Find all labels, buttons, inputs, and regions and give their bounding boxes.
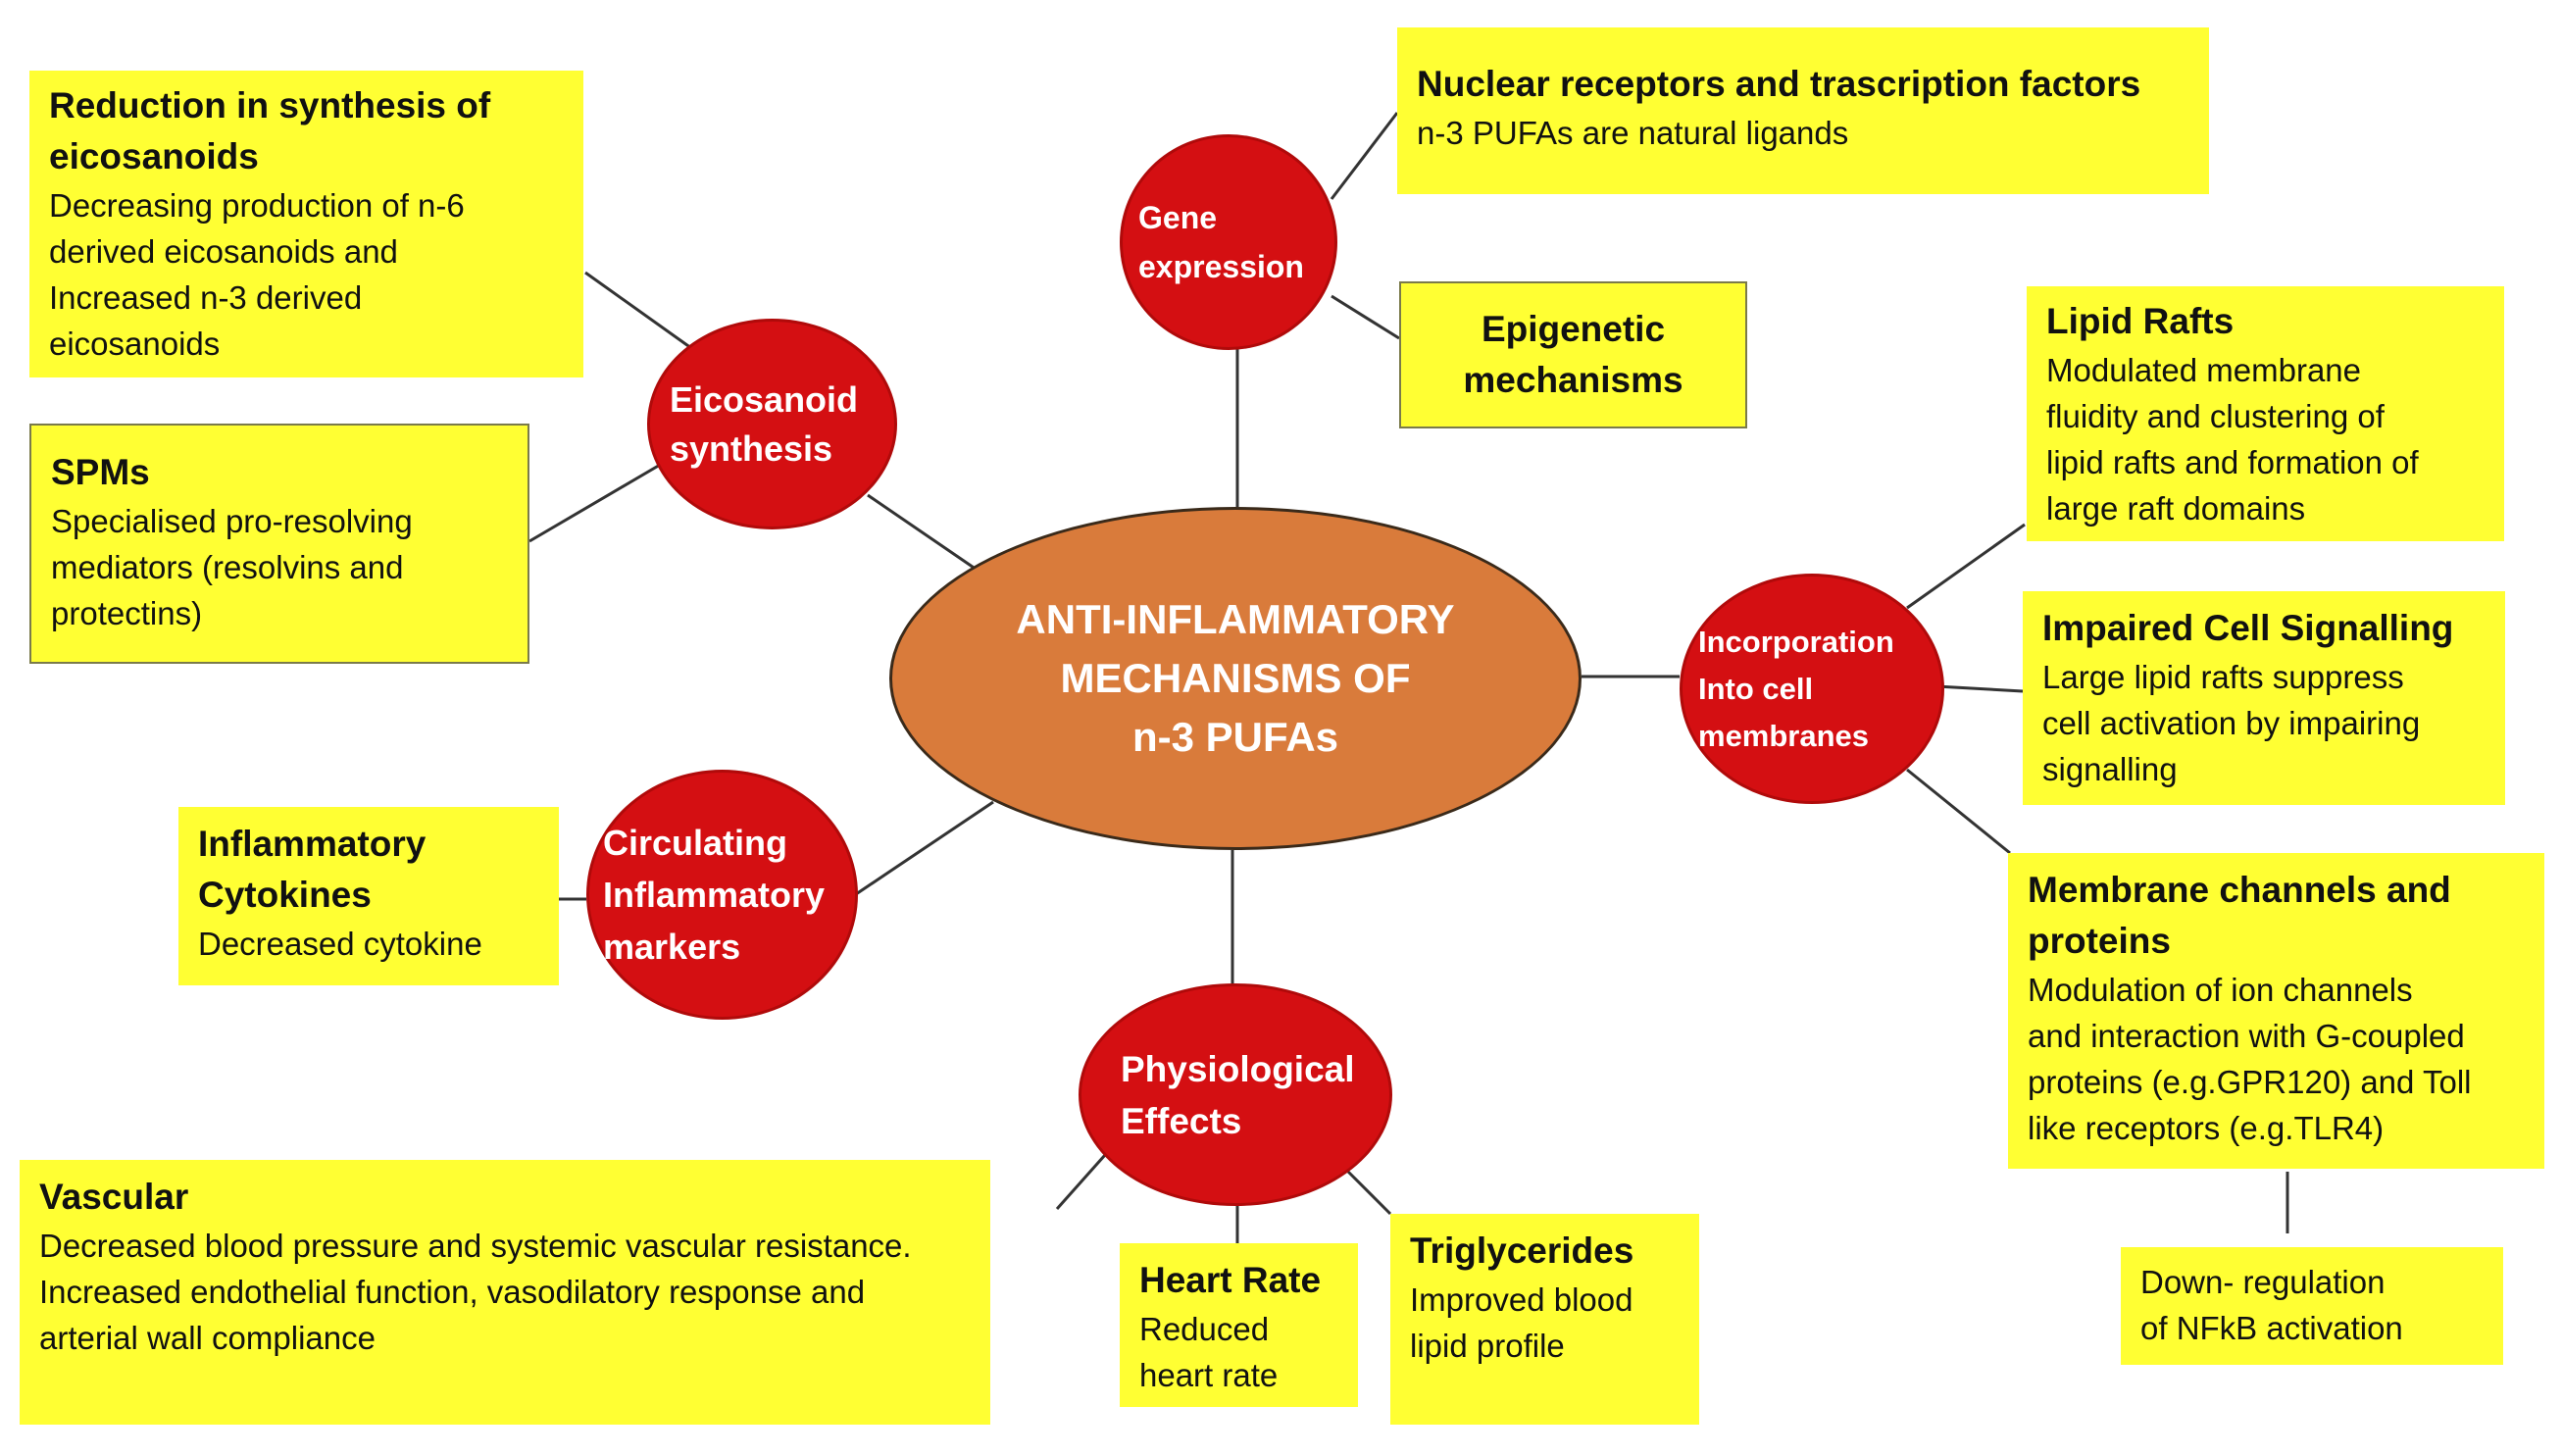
box-title: Heart Rate [1139,1260,1322,1300]
box-spms: SPMs Specialised pro-resolving mediators… [29,424,529,664]
box-desc: Increased n-3 derived [49,279,363,316]
box-desc: Reduced [1139,1311,1270,1347]
node-label: Gene [1138,200,1218,235]
connector-incorporation-membrane [1906,768,2011,855]
connector-incorporation-impaired [1935,684,2024,693]
box-desc: arterial wall compliance [39,1320,376,1356]
node-gene-expression: Gene expression [1120,134,1337,350]
box-nfkb-downregulation: Down- regulation of NFkB activation [2121,1247,2503,1365]
box-desc: Increased endothelial function, vasodila… [39,1274,866,1310]
box-title: Cytokines [198,875,372,915]
box-desc: and interaction with G-coupled [2028,1018,2465,1054]
box-title: Triglycerides [1410,1230,1634,1271]
box-desc: signalling [2042,751,2178,787]
node-incorporation-membranes: Incorporation Into cell membranes [1680,574,1944,804]
box-inflammatory-cytokines: Inflammatory Cytokines Decreased cytokin… [178,807,559,985]
box-title: SPMs [51,452,150,492]
box-desc: lipid rafts and formation of [2046,444,2419,480]
box-desc: Down- regulation [2140,1264,2386,1300]
box-desc: Decreased cytokine [198,926,482,962]
box-desc: proteins (e.g.GPR120) and Toll [2028,1064,2472,1100]
connector-incorporation-lipid [1906,523,2026,610]
node-label: Circulating [603,823,788,863]
box-epigenetic: Epigenetic mechanisms [1399,281,1747,428]
box-title: eicosanoids [49,136,259,176]
connector-gene-epigenetic [1331,294,1400,340]
box-impaired-signalling: Impaired Cell Signalling Large lipid raf… [2023,591,2505,805]
center-mechanisms-ellipse: ANTI-INFLAMMATORY MECHANISMS OF n-3 PUFA… [889,507,1582,850]
box-desc: Decreased blood pressure and systemic va… [39,1228,912,1264]
node-label: Inflammatory [603,875,826,915]
box-desc: n-3 PUFAs are natural ligands [1417,115,1849,151]
box-desc: Modulation of ion channels [2028,972,2413,1008]
connector-center-circulating [855,800,994,896]
box-desc: derived eicosanoids and [49,233,398,270]
box-title: Impaired Cell Signalling [2042,608,2454,648]
node-label: Into cell [1698,671,1814,706]
center-title-line: n-3 PUFAs [1131,714,1339,760]
box-eicosanoid-reduction: Reduction in synthesis of eicosanoids De… [29,71,583,377]
connector-gene-nuclear [1330,112,1399,200]
box-title: Reduction in synthesis of [49,85,491,126]
box-desc: fluidity and clustering of [2046,398,2385,434]
box-desc: Improved blood [1410,1281,1633,1318]
box-desc: like receptors (e.g.TLR4) [2028,1110,2385,1146]
connector-physiological-vascular [1055,1154,1107,1210]
node-circulating-markers: Circulating Inflammatory markers [586,770,858,1020]
box-title: proteins [2028,921,2171,961]
box-desc: Modulated membrane [2046,352,2362,388]
node-label: Effects [1121,1100,1242,1141]
connector-center-eicosanoid [867,493,983,576]
box-membrane-channels: Membrane channels and proteins Modulatio… [2008,853,2544,1169]
box-desc: protectins) [51,595,203,631]
connector-eicosanoid-reduction [584,271,692,350]
box-lipid-rafts: Lipid Rafts Modulated membrane fluidity … [2027,286,2504,541]
node-label: Incorporation [1698,624,1894,659]
box-desc: Specialised pro-resolving [51,503,413,539]
connector-physiological-triglycerides [1346,1170,1392,1216]
node-label: markers [603,927,741,967]
box-title: mechanisms [1463,360,1683,400]
box-title: Vascular [39,1177,189,1217]
box-desc: eicosanoids [49,326,221,362]
node-label: membranes [1698,718,1870,753]
box-title: Membrane channels and [2028,870,2451,910]
box-triglycerides: Triglycerides Improved blood lipid profi… [1390,1214,1699,1425]
box-desc: mediators (resolvins and [51,549,404,585]
node-label: synthesis [670,427,833,469]
box-title: Nuclear receptors and trascription facto… [1417,64,2141,104]
box-desc: large raft domains [2046,490,2306,527]
node-label: Eicosanoid [670,378,859,420]
box-desc: lipid profile [1410,1328,1565,1364]
node-label: expression [1138,249,1304,284]
box-nuclear-receptors: Nuclear receptors and trascription facto… [1397,27,2209,194]
box-desc: cell activation by impairing [2042,705,2421,741]
box-title: Inflammatory [198,824,427,864]
box-heart-rate: Heart Rate Reduced heart rate [1120,1243,1358,1407]
box-desc: Decreasing production of n-6 [49,187,465,224]
center-title-line: MECHANISMS OF [1060,655,1411,701]
box-vascular: Vascular Decreased blood pressure and sy… [20,1160,990,1425]
connector-eicosanoid-spms [528,459,668,543]
box-desc: heart rate [1139,1357,1279,1393]
box-desc: Large lipid rafts suppress [2042,659,2404,695]
center-title-line: ANTI-INFLAMMATORY [1016,596,1455,642]
node-label: Physiological [1121,1048,1355,1089]
node-physiological-effects: Physiological Effects [1079,983,1392,1206]
node-eicosanoid-synthesis: Eicosanoid synthesis [647,319,897,529]
box-title: Lipid Rafts [2046,301,2235,341]
box-desc: of NFkB activation [2140,1310,2403,1346]
box-title: Epigenetic [1481,309,1666,349]
